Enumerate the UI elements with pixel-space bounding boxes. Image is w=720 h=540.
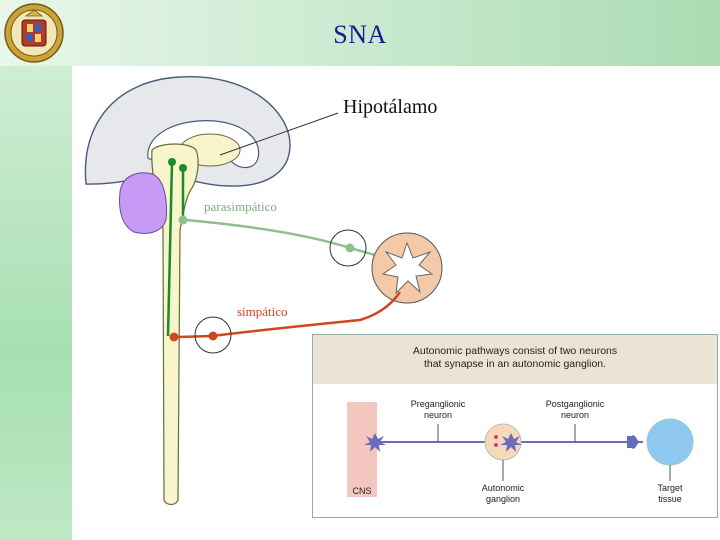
postganglionic-line-1: Postganglionic xyxy=(545,399,605,409)
target-line-2: tissue xyxy=(658,494,682,504)
postganglionic-line-2: neuron xyxy=(560,410,590,420)
cerebellum xyxy=(119,172,167,234)
ganglion-line-1: Autonomic xyxy=(481,483,525,493)
preganglionic-label: Preganglionic neuron xyxy=(403,399,473,421)
preganglionic-line-1: Preganglionic xyxy=(410,399,466,409)
target-bead-2 xyxy=(631,445,635,449)
target-label: Target tissue xyxy=(640,483,700,505)
header-bar xyxy=(0,0,720,66)
para-ganglion-circle xyxy=(329,229,367,267)
caption-line-1: Autonomic pathways consist of two neuron… xyxy=(412,345,618,357)
hypothalamus-leader xyxy=(219,112,339,156)
preganglionic-line-2: neuron xyxy=(423,410,453,420)
ganglion-bead-1 xyxy=(494,435,498,439)
para-ganglion-dot xyxy=(345,243,355,253)
parasympathetic-label: parasimpático xyxy=(204,199,277,214)
green-dot-2 xyxy=(179,164,187,172)
inset-caption-bar: Autonomic pathways consist of two neuron… xyxy=(313,335,717,384)
autonomic-pathway-inset: Autonomic pathways consist of two neuron… xyxy=(312,334,718,518)
inset-caption: Autonomic pathways consist of two neuron… xyxy=(313,345,717,371)
page-title: SNA xyxy=(333,20,387,49)
para-origin-dot xyxy=(178,215,188,225)
pathway-drawing xyxy=(347,402,694,497)
green-dot-1 xyxy=(168,158,176,166)
target-tissue-cell xyxy=(646,418,694,466)
target-bead-1 xyxy=(631,435,635,439)
caption-line-2: that synapse in an autonomic ganglion. xyxy=(423,358,607,370)
university-seal-icon xyxy=(4,3,64,63)
ganglion-label: Autonomic ganglion xyxy=(468,483,538,505)
preganglionic-neuron-icon xyxy=(364,433,386,452)
symp-origin-dot xyxy=(169,332,179,342)
postganglionic-label: Postganglionic neuron xyxy=(535,399,615,421)
parasympathetic-fiber xyxy=(185,218,401,264)
target-star xyxy=(381,241,434,295)
sympathetic-label: simpático xyxy=(237,304,288,319)
hypothalamus-label: Hipotálamo xyxy=(343,96,438,118)
sympathetic-fiber xyxy=(177,291,402,339)
ganglion-line-2: ganglion xyxy=(485,494,521,504)
left-sidebar xyxy=(0,66,72,540)
postganglionic-neuron-icon xyxy=(500,433,522,452)
green-tract-1 xyxy=(166,161,174,337)
terminal-knob xyxy=(627,436,639,448)
symp-ganglion-circle xyxy=(194,316,232,354)
cns-label: CNS xyxy=(352,486,372,496)
symp-ganglion-dot xyxy=(208,331,218,341)
target-line-1: Target xyxy=(657,483,683,493)
ganglion-bead-2 xyxy=(494,443,498,447)
